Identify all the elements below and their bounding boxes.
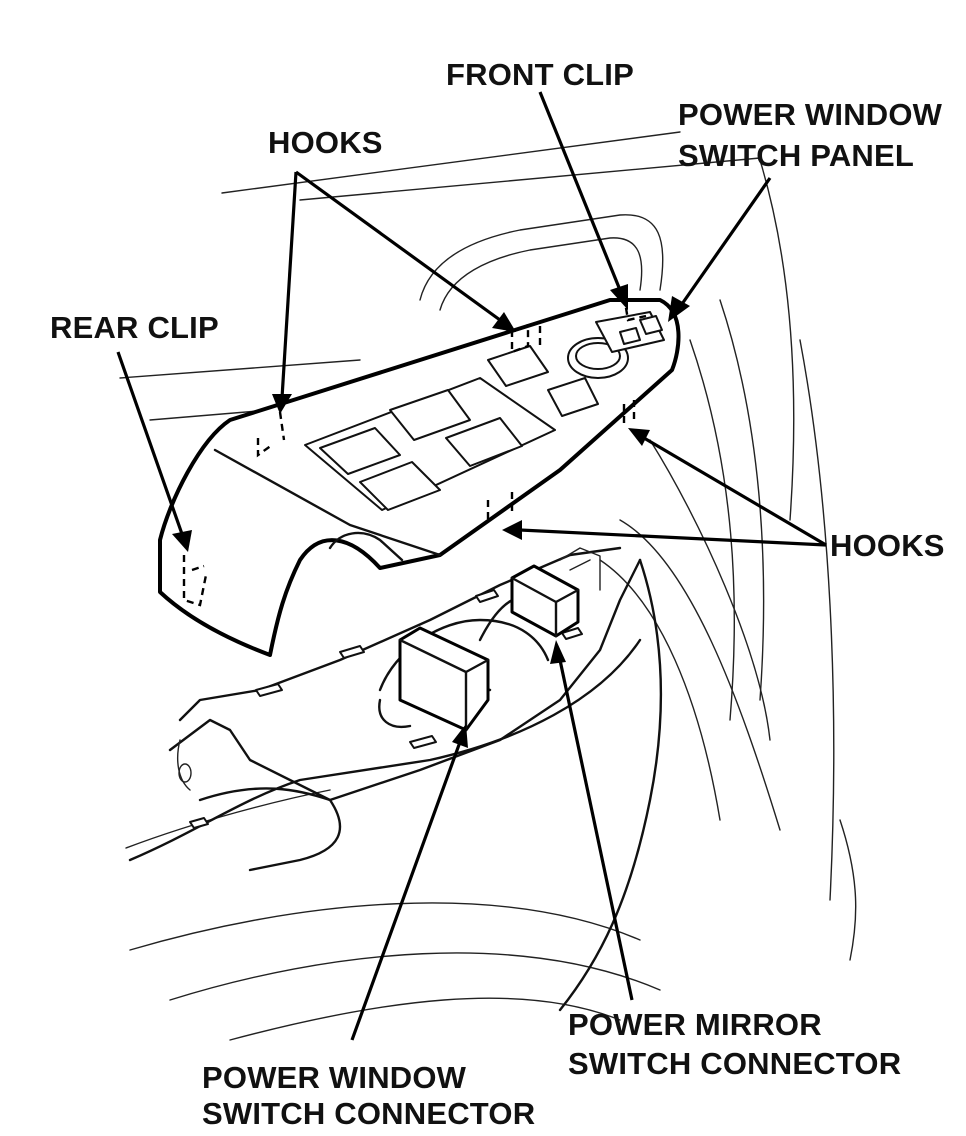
trim-slots bbox=[189, 589, 583, 829]
leader-lines bbox=[116, 91, 827, 1041]
callout-labels: FRONT CLIP POWER WINDOW SWITCH PANEL HOO… bbox=[50, 57, 945, 1131]
power-window-switch-connector bbox=[398, 626, 490, 732]
door-trim-background bbox=[119, 131, 857, 1041]
label-power-window-connector-line2: SWITCH CONNECTOR bbox=[202, 1096, 535, 1131]
label-rear-clip: REAR CLIP bbox=[50, 310, 219, 345]
label-hooks-right: HOOKS bbox=[830, 528, 945, 563]
rear-clip-hidden bbox=[182, 555, 208, 607]
armrest-base bbox=[128, 546, 663, 1012]
power-mirror-switch-connector bbox=[510, 564, 580, 638]
label-hooks-top: HOOKS bbox=[268, 125, 383, 160]
label-power-mirror-connector-line1: POWER MIRROR bbox=[568, 1007, 822, 1042]
hidden-hooks bbox=[256, 295, 647, 522]
label-front-clip: FRONT CLIP bbox=[446, 57, 634, 92]
label-power-mirror-connector-line2: SWITCH CONNECTOR bbox=[568, 1046, 901, 1081]
power-window-switch-panel bbox=[158, 298, 681, 657]
label-power-window-connector-line1: POWER WINDOW bbox=[202, 1060, 467, 1095]
label-power-window-switch-panel-line1: POWER WINDOW bbox=[678, 97, 943, 132]
label-power-window-switch-panel-line2: SWITCH PANEL bbox=[678, 138, 914, 173]
